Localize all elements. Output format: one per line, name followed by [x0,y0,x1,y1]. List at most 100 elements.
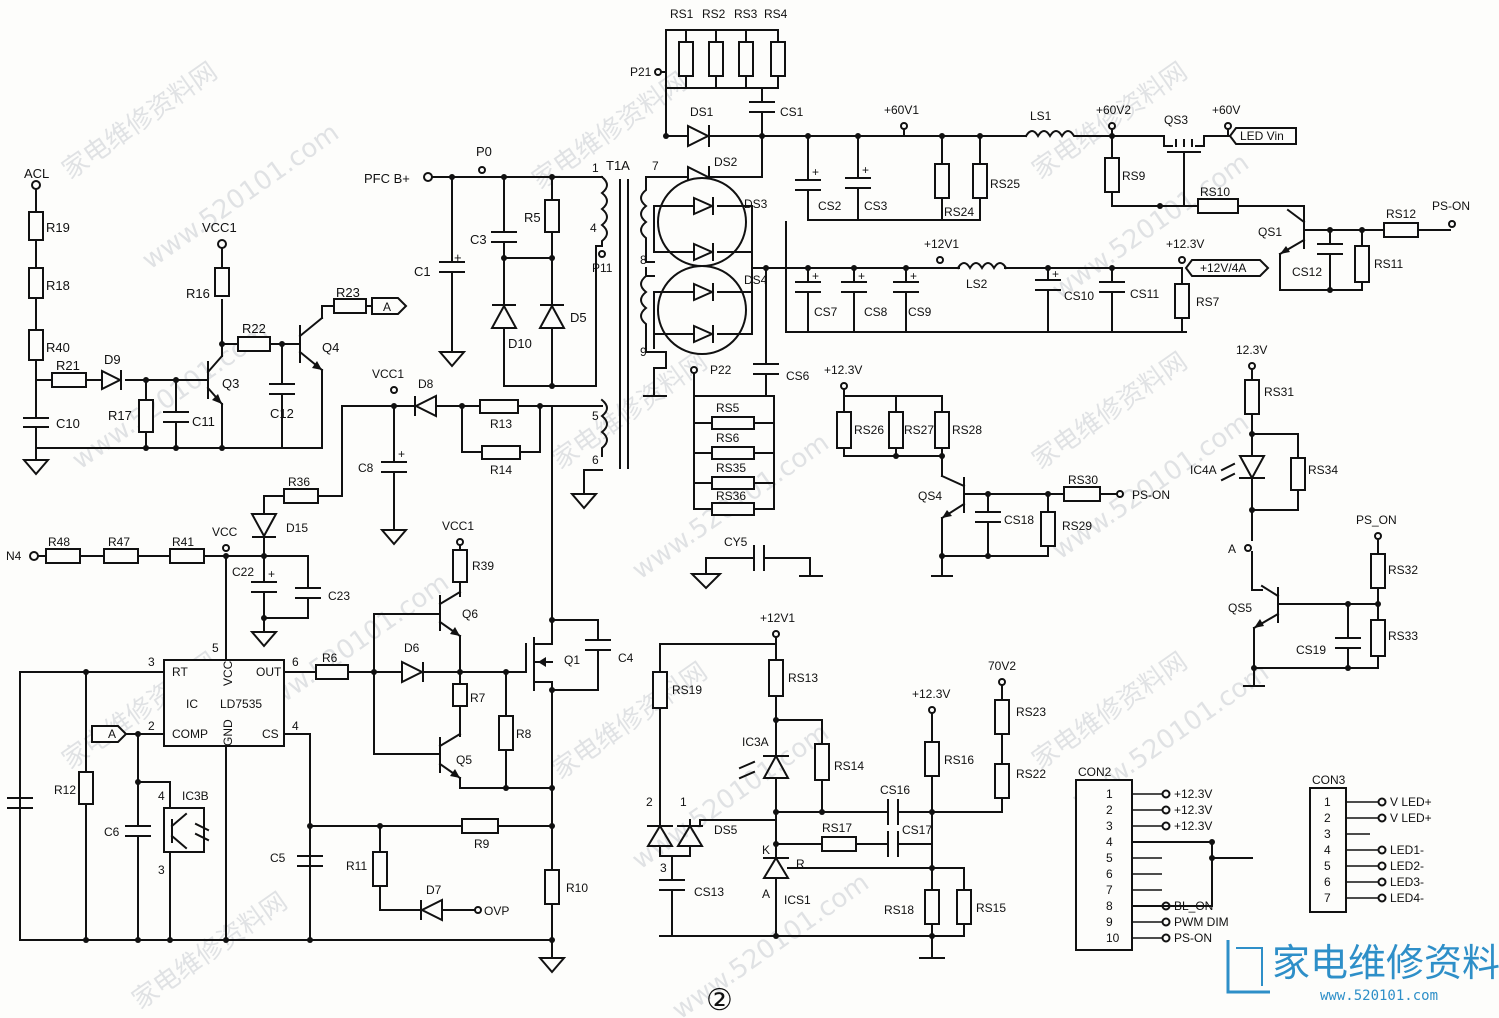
label-cs18: CS18 [1004,513,1034,527]
label-k: K [762,843,770,857]
label-ls1: LS1 [1030,109,1052,123]
con3-pin-number: 7 [1324,891,1331,905]
label-d15: D15 [286,521,308,535]
watermark-text: 家电维修资料网 [57,57,223,186]
label-c3: C3 [470,232,487,247]
label-qs3: QS3 [1164,113,1188,127]
label-rs6: RS6 [716,431,740,445]
label-q3: Q3 [222,376,239,391]
label-12-3v: +12.3V [824,363,862,377]
label-qs5: QS5 [1228,601,1252,615]
label-ovp: OVP [484,904,509,918]
ic-pin-rt: RT [172,665,188,679]
ic-pin-5: 5 [212,641,219,655]
label-rs9: RS9 [1122,169,1146,183]
pin-3: 3 [660,861,667,875]
label-rs2: RS2 [702,7,726,21]
label-12-3v: 12.3V [1236,343,1267,357]
ic-part-name: LD7535 [220,697,262,711]
label-rs12: RS12 [1386,207,1416,221]
label-rs3: RS3 [734,7,758,21]
polarity-plus: + [268,567,275,581]
pin-2: 2 [646,795,653,809]
label-ls2: LS2 [966,277,988,291]
label-rs23: RS23 [1016,705,1046,719]
label-ics1: ICS1 [784,893,811,907]
con2-terminal [1161,933,1171,943]
label-12v-4a: +12V/4A [1200,261,1246,275]
con2-signal: +12.3V [1174,819,1212,833]
label-rs10: RS10 [1200,185,1230,199]
label-12v1: +12V1 [924,237,959,251]
vcc-supply: VCC1 D8 R13 R14 + C8 R36 D15 [250,367,603,557]
label-60v1: +60V1 [884,103,919,117]
ic-pin-gnd: GND [221,719,235,746]
label-c12: C12 [270,406,294,421]
label-rs13: RS13 [788,671,818,685]
label-cs8: CS8 [864,305,888,319]
label-led-vin: LED Vin [1240,129,1284,143]
label-cs3: CS3 [864,199,888,213]
label-60v2: +60V2 [1096,103,1131,117]
label-r39: R39 [472,559,494,573]
label-d5: D5 [570,310,587,325]
con3-pin-number: 6 [1324,875,1331,889]
label-flag-a: A [383,300,391,314]
con2-title: CON2 [1078,765,1112,779]
label-rs4: RS4 [764,7,788,21]
label-rs35: RS35 [716,461,746,475]
con2-terminal [1161,805,1171,815]
con2-terminal [1161,821,1171,831]
label-p11: P11 [592,261,613,275]
label-rs19: RS19 [672,683,702,697]
con3-pin-number: 1 [1324,795,1331,809]
label-r9: R9 [474,837,490,851]
label-rs30: RS30 [1068,473,1098,487]
label-flag-a: A [108,727,116,741]
con2-pin-number: 1 [1106,787,1113,801]
con3-title: CON3 [1312,773,1346,787]
12v-rectifier: DS3 DS4 8 9 CS6 + CS7 + CS8 + CS9 +12V1 … [640,177,1270,516]
label-cs2: CS2 [818,199,842,213]
label-cs7: CS7 [814,305,838,319]
polarity-plus: + [812,165,819,179]
con2-pin-number: 9 [1106,915,1113,929]
label-c6: C6 [104,825,120,839]
label-rs11: RS11 [1374,257,1403,271]
label-r14: R14 [490,463,512,477]
label-ds2: DS2 [714,155,738,169]
label-r5: R5 [524,210,541,225]
label-p22: P22 [710,363,732,377]
label-rs33: RS33 [1388,629,1418,643]
label-acl: ACL [24,166,49,181]
label-12-3v: +12.3V [1166,237,1204,251]
pin-4: 4 [590,221,597,235]
label-60v: +60V [1212,103,1240,117]
label-r13: R13 [490,417,512,431]
watermark-url: www.520101.com [1047,148,1255,306]
primary-side: PFC B+ P0 C1 + C3 R5 D10 D5 T1A 1 4 P11 … [364,144,630,510]
label-n4: N4 [6,549,22,563]
label-pfc: PFC B+ [364,171,410,186]
pin-3: 3 [158,863,165,877]
con3-pin-number: 2 [1324,811,1331,825]
ld7535-controller: RT VCC OUT IC LD7535 COMP GND CS 3 5 6 2… [7,635,553,943]
polarity-plus: + [858,269,865,283]
label-cs9: CS9 [908,305,932,319]
con2-signal: PWM DIM [1174,915,1229,929]
label-rs27: RS27 [904,423,934,437]
label-12v1: +12V1 [760,611,795,625]
con3-pin-number: 3 [1324,827,1331,841]
label-cs16: CS16 [880,783,910,797]
label-vcc: VCC [212,525,238,539]
label-cs19: CS19 [1296,643,1326,657]
label-70v2: 70V2 [988,659,1016,673]
polarity-plus: + [862,163,869,177]
label-p21: P21 [630,65,652,79]
label-qs4: QS4 [918,489,942,503]
con2-terminal [1161,789,1171,799]
label-ds4: DS4 [744,273,768,287]
label-r41: R41 [172,535,194,549]
